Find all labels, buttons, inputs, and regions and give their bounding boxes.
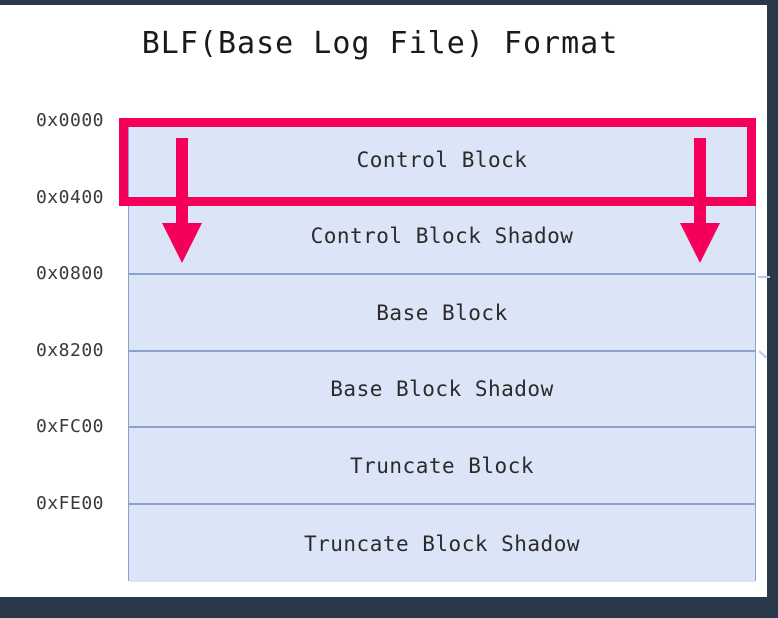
- block-label: Control Block: [356, 147, 528, 172]
- scan-artifact-tick: [758, 350, 768, 359]
- address-label-3: 0x8200: [35, 340, 104, 361]
- block-row: Control Block Shadow: [129, 199, 755, 275]
- block-label: Control Block Shadow: [310, 224, 574, 248]
- address-label-5: 0xFE00: [35, 493, 104, 514]
- frame-bar-right: [767, 0, 778, 618]
- block-row: Base Block Shadow: [129, 352, 755, 428]
- block-row: Base Block: [129, 275, 755, 352]
- block-row: Truncate Block: [129, 428, 755, 505]
- block-row: Control Block: [129, 122, 755, 199]
- block-label: Base Block: [376, 300, 508, 325]
- block-label: Truncate Block: [349, 453, 534, 478]
- diagram-title: BLF(Base Log File) Format: [141, 26, 619, 61]
- address-label-4: 0xFC00: [35, 416, 104, 437]
- address-label-1: 0x0400: [35, 187, 104, 208]
- address-column: 0x0000 0x0400 0x0800 0x8200 0xFC00 0xFE00: [0, 0, 120, 618]
- block-row: Truncate Block Shadow: [129, 505, 755, 582]
- address-label-0: 0x0000: [35, 110, 104, 131]
- frame-bar-top: [0, 0, 778, 5]
- frame-bar-bottom: [0, 597, 778, 618]
- block-label: Truncate Block Shadow: [303, 531, 580, 556]
- block-label: Base Block Shadow: [330, 377, 554, 401]
- address-label-2: 0x0800: [35, 263, 104, 284]
